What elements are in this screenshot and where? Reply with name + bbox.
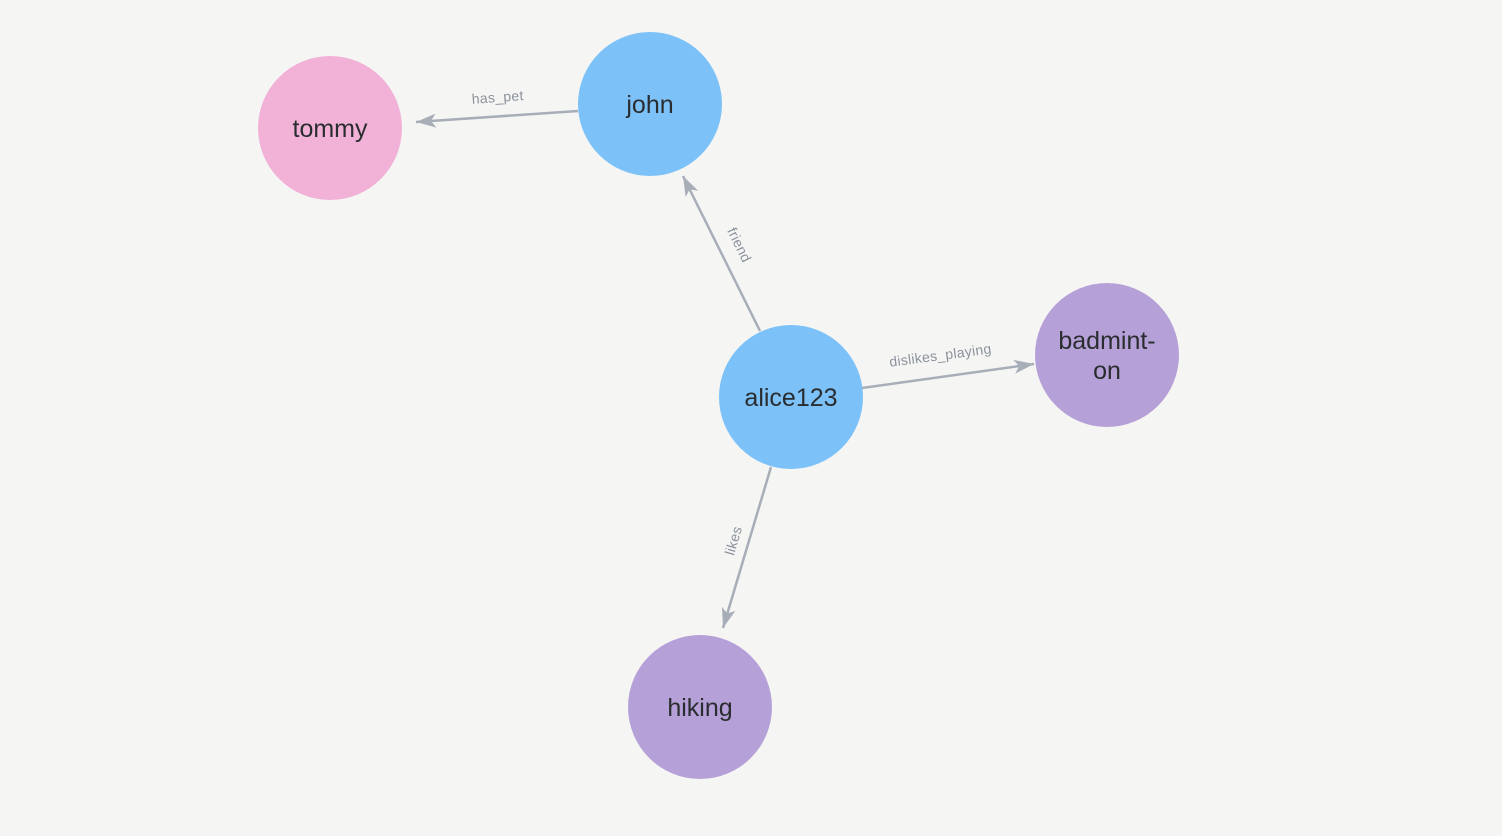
edge-label-has-pet: has_pet xyxy=(471,87,524,107)
node-alice123[interactable]: alice123 xyxy=(719,325,863,469)
node-circle-hiking[interactable] xyxy=(628,635,772,779)
edge-line[interactable] xyxy=(861,359,1035,390)
node-circle-badminton[interactable] xyxy=(1035,283,1179,427)
edge-line[interactable] xyxy=(415,109,579,128)
node-hiking[interactable]: hiking xyxy=(628,635,772,779)
edge-line[interactable] xyxy=(721,466,773,629)
edge-alice123-dislikes-playing-badminton[interactable]: dislikes_playing xyxy=(861,340,1035,390)
edge-label-friend: friend xyxy=(724,225,755,265)
nodes-layer: tommy john alice123 badmint- on hiking xyxy=(258,32,1179,779)
edge-john-has_pet-tommy[interactable]: has_pet xyxy=(415,87,579,128)
edge-label-dislikes-playing: dislikes_playing xyxy=(888,340,992,369)
edge-alice123-likes-hiking[interactable]: likes xyxy=(721,466,773,629)
node-circle-alice123[interactable] xyxy=(719,325,863,469)
edge-line[interactable] xyxy=(681,175,762,332)
edges-layer: has_pet friend dislikes_playing likes xyxy=(415,87,1035,629)
node-circle-john[interactable] xyxy=(578,32,722,176)
node-circle-tommy[interactable] xyxy=(258,56,402,200)
node-tommy[interactable]: tommy xyxy=(258,56,402,200)
node-badminton[interactable]: badmint- on xyxy=(1035,283,1179,427)
node-john[interactable]: john xyxy=(578,32,722,176)
edge-alice123-friend-john[interactable]: friend xyxy=(681,175,762,332)
edge-label-likes: likes xyxy=(721,524,745,557)
